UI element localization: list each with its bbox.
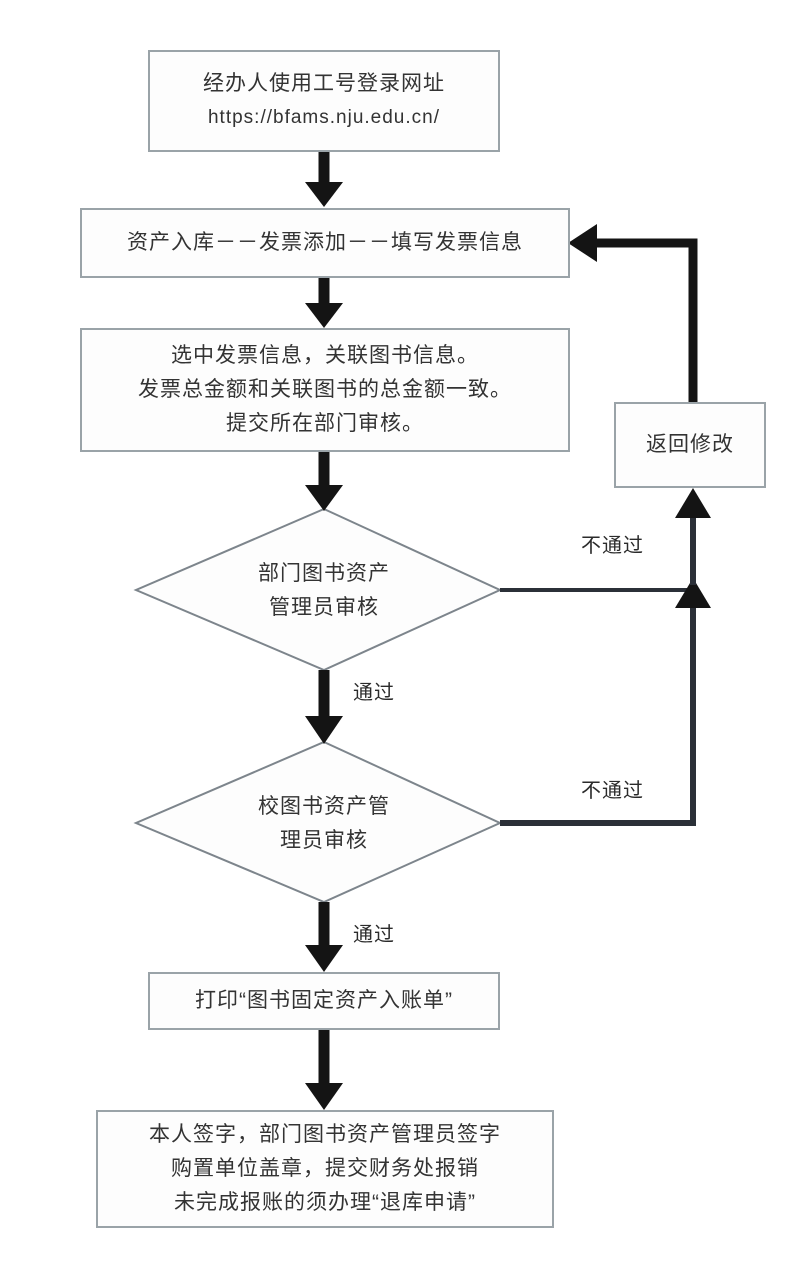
start-box[interactable]: 经办人使用工号登录网址 https://bfams.nju.edu.cn/ [148,50,500,152]
start-box-url: https://bfams.nju.edu.cn/ [207,107,440,128]
edge-invoice-to-link [305,278,343,328]
edge-label-school-fail: 不通过 [581,780,644,802]
sign-box-line-3: 未完成报账的须办理“退库申请” [174,1191,476,1214]
edge-label-dept-pass: 通过 [353,682,395,704]
edge-label-school-pass: 通过 [353,924,395,946]
edge-school-pass-to-print [305,902,343,972]
edge-return-to-invoice [568,224,698,402]
edge-link-to-dept-review [305,452,343,511]
start-box-line-1: 经办人使用工号登录网址 [203,72,445,95]
dept-review-diamond-shape [133,507,503,672]
print-box-line-1: 打印“图书固定资产入账单” [195,989,453,1012]
invoice-box-line-1: 资产入库－－发票添加－－填写发票信息 [127,231,523,254]
return-modify-box[interactable]: 返回修改 [614,402,766,488]
edge-merge-to-return-box [675,488,711,585]
edge-start-to-invoice [305,152,343,207]
link-box-line-2: 发票总金额和关联图书的总金额一致。 [138,378,512,401]
school-review-diamond-shape [133,740,503,904]
edge-label-dept-fail: 不通过 [581,535,644,557]
edge-dept-pass-to-school-review [305,670,343,744]
edge-school-fail-to-return [500,578,711,826]
link-box-line-1: 选中发票信息，关联图书信息。 [171,344,479,367]
invoice-box[interactable]: 资产入库－－发票添加－－填写发票信息 [80,208,570,278]
edge-print-to-sign [305,1030,343,1110]
link-box-line-3: 提交所在部门审核。 [226,412,424,435]
return-modify-label: 返回修改 [646,433,734,456]
link-invoice-box[interactable]: 选中发票信息，关联图书信息。 发票总金额和关联图书的总金额一致。 提交所在部门审… [80,328,570,452]
sign-box-line-1: 本人签字，部门图书资产管理员签字 [149,1123,501,1146]
sign-box[interactable]: 本人签字，部门图书资产管理员签字 购置单位盖章，提交财务处报销 未完成报账的须办… [96,1110,554,1228]
print-box[interactable]: 打印“图书固定资产入账单” [148,972,500,1030]
sign-box-line-2: 购置单位盖章，提交财务处报销 [171,1157,479,1180]
